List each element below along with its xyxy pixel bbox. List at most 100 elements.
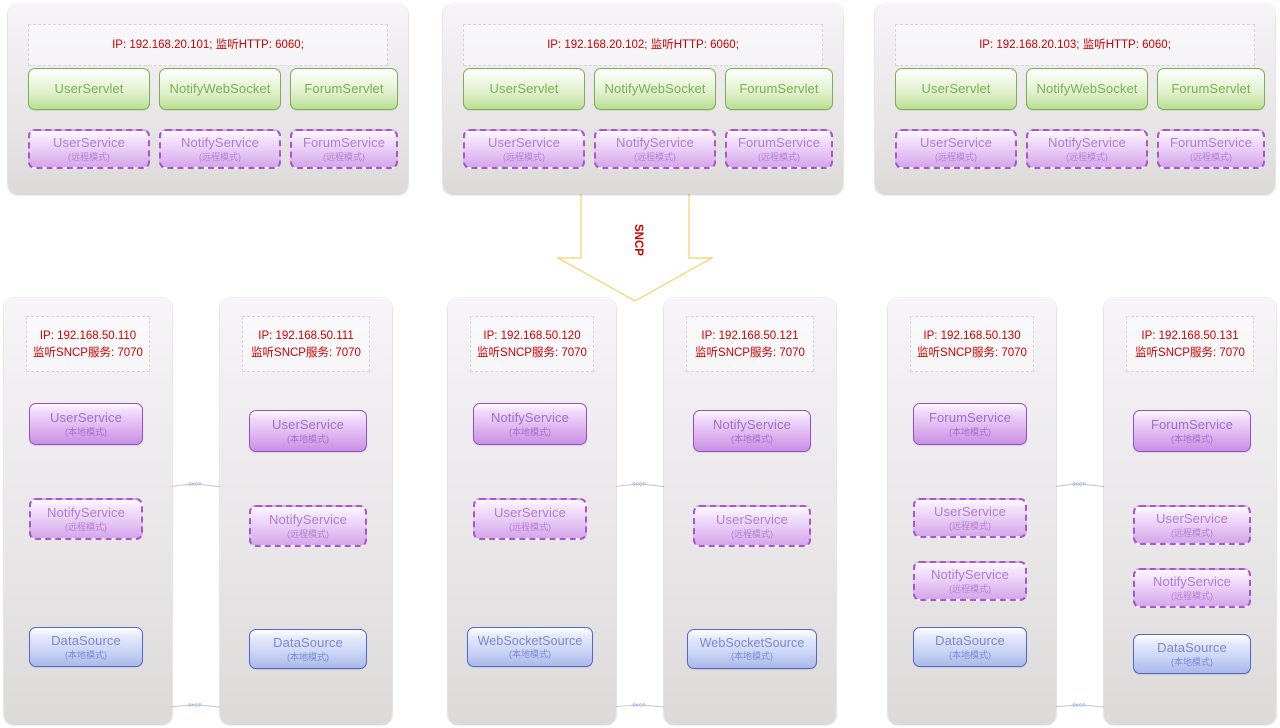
remote-service-node: NotifyService(远程模式): [159, 129, 281, 169]
servlet-node-label: ForumServlet: [739, 80, 819, 96]
datasource-node: WebSocketSource(本地模式): [467, 627, 593, 667]
link-protocol-label: SNCP: [632, 702, 646, 708]
service-node-mode: (远程模式): [65, 521, 107, 532]
service-node-name: DataSource: [273, 635, 343, 651]
datasource-node: DataSource(本地模式): [913, 627, 1027, 667]
local-service-node: ForumService(本地模式): [913, 403, 1027, 445]
sncp-arrow: [556, 193, 715, 302]
remote-service-node: UserService(远程模式): [693, 505, 811, 547]
ip-port-text: 监听SNCP服务: 7070: [1135, 346, 1245, 359]
service-node-name: DataSource: [935, 633, 1005, 649]
remote-service-node: ForumService(远程模式): [1157, 129, 1265, 169]
service-node-name: WebSocketSource: [699, 636, 805, 651]
remote-service-name: UserService: [53, 135, 125, 151]
remote-service-name: ForumService: [1169, 135, 1253, 151]
service-node-name: NotifyService: [931, 567, 1009, 583]
app-server-panel: IP: 192.168.20.101; 监听HTTP: 6060; UserSer…: [8, 4, 408, 194]
remote-service-name: UserService: [920, 135, 992, 151]
servlet-node-label: NotifyWebSocket: [604, 80, 706, 96]
servlet-node: ForumServlet: [725, 68, 833, 110]
remote-service-mode: (远程模式): [634, 151, 676, 162]
remote-service-name: UserService: [488, 135, 560, 151]
sncp-protocol-label: SNCP: [632, 224, 644, 256]
ip-address-text: IP: 192.168.50.111: [258, 329, 354, 342]
remote-service-mode: (远程模式): [1066, 151, 1108, 162]
remote-service-mode: (远程模式): [323, 151, 365, 162]
ip-port-text: 监听SNCP服务: 7070: [251, 346, 361, 359]
datasource-node: DataSource(本地模式): [249, 629, 367, 669]
service-node-mode: (远程模式): [949, 520, 991, 531]
servlet-node: NotifyWebSocket: [159, 68, 281, 110]
service-node-name: NotifyService: [713, 417, 791, 433]
ip-info-text: IP: 192.168.20.101; 监听HTTP: 6060;: [112, 39, 304, 51]
service-node-mode: (远程模式): [287, 528, 329, 539]
ip-info-box: IP: 192.168.20.103; 监听HTTP: 6060;: [895, 24, 1255, 66]
service-node-name: UserService: [716, 512, 788, 528]
service-node-name: UserService: [1156, 511, 1228, 527]
datasource-node: DataSource(本地模式): [29, 627, 143, 667]
datasource-node: WebSocketSource(本地模式): [687, 629, 817, 669]
datasource-node: DataSource(本地模式): [1133, 634, 1251, 674]
service-node-name: UserService: [272, 417, 344, 433]
servlet-node: UserServlet: [463, 68, 585, 110]
remote-service-node: NotifyService(远程模式): [594, 129, 716, 169]
remote-service-node: NotifyService(远程模式): [1026, 129, 1148, 169]
link-protocol-label: SNCP: [188, 702, 202, 708]
service-node-name: UserService: [934, 504, 1006, 520]
remote-service-node: UserService(远程模式): [1133, 505, 1251, 545]
ip-info-box: IP: 192.168.20.101; 监听HTTP: 6060;: [28, 24, 388, 66]
ip-port-text: 监听SNCP服务: 7070: [917, 346, 1027, 359]
servlet-node-label: ForumServlet: [304, 80, 384, 96]
local-service-node: UserService(本地模式): [249, 410, 367, 452]
service-node-name: WebSocketSource: [477, 634, 583, 649]
remote-service-node: ForumService(远程模式): [725, 129, 833, 169]
remote-service-name: NotifyService: [616, 135, 694, 151]
ip-port-text: 监听SNCP服务: 7070: [477, 346, 587, 359]
local-service-node: NotifyService(本地模式): [693, 410, 811, 452]
local-service-node: ForumService(本地模式): [1133, 410, 1251, 452]
app-server-panel: IP: 192.168.20.102; 监听HTTP: 6060;UserSer…: [443, 4, 843, 194]
servlet-node: ForumServlet: [1157, 68, 1265, 110]
ip-address-text: IP: 192.168.50.121: [701, 329, 799, 342]
remote-service-mode: (远程模式): [935, 151, 977, 162]
local-service-node: UserService(本地模式): [29, 403, 143, 445]
servlet-node-label: UserServlet: [54, 80, 124, 96]
remote-service-mode: (远程模式): [68, 151, 110, 162]
ip-address-text: IP: 192.168.50.110: [39, 329, 137, 342]
service-node-mode: (远程模式): [1171, 527, 1213, 538]
servlet-node: NotifyWebSocket: [1026, 68, 1148, 110]
servlet-node: NotifyWebSocket: [594, 68, 716, 110]
service-node-mode: (本地模式): [65, 426, 107, 437]
remote-service-node: ForumService(远程模式): [290, 129, 398, 169]
remote-service-node: NotifyService(远程模式): [1133, 568, 1251, 608]
service-node-mode: (本地模式): [287, 433, 329, 444]
remote-service-name: NotifyService: [1048, 135, 1126, 151]
service-node-name: NotifyService: [47, 505, 125, 521]
link-protocol-label: SNCP: [1072, 481, 1086, 487]
remote-service-name: ForumService: [737, 135, 821, 151]
local-service-node: NotifyService(本地模式): [473, 403, 587, 445]
service-node-name: ForumService: [1150, 417, 1234, 433]
service-node-mode: (本地模式): [509, 426, 551, 437]
servlet-node-label: ForumServlet: [1171, 80, 1251, 96]
ip-info-box: IP: 192.168.20.102; 监听HTTP: 6060;: [463, 24, 823, 66]
service-node-mode: (本地模式): [731, 651, 773, 662]
link-protocol-label: SNCP: [632, 481, 646, 487]
service-node-mode: (本地模式): [65, 649, 107, 660]
service-node-mode: (本地模式): [1171, 433, 1213, 444]
servlet-node-label: NotifyWebSocket: [169, 80, 271, 96]
remote-service-mode: (远程模式): [503, 151, 545, 162]
service-node-name: DataSource: [1157, 640, 1227, 656]
remote-service-node: NotifyService(远程模式): [913, 561, 1027, 601]
remote-service-node: UserService(远程模式): [28, 129, 150, 169]
servlet-node-label: NotifyWebSocket: [1036, 80, 1138, 96]
